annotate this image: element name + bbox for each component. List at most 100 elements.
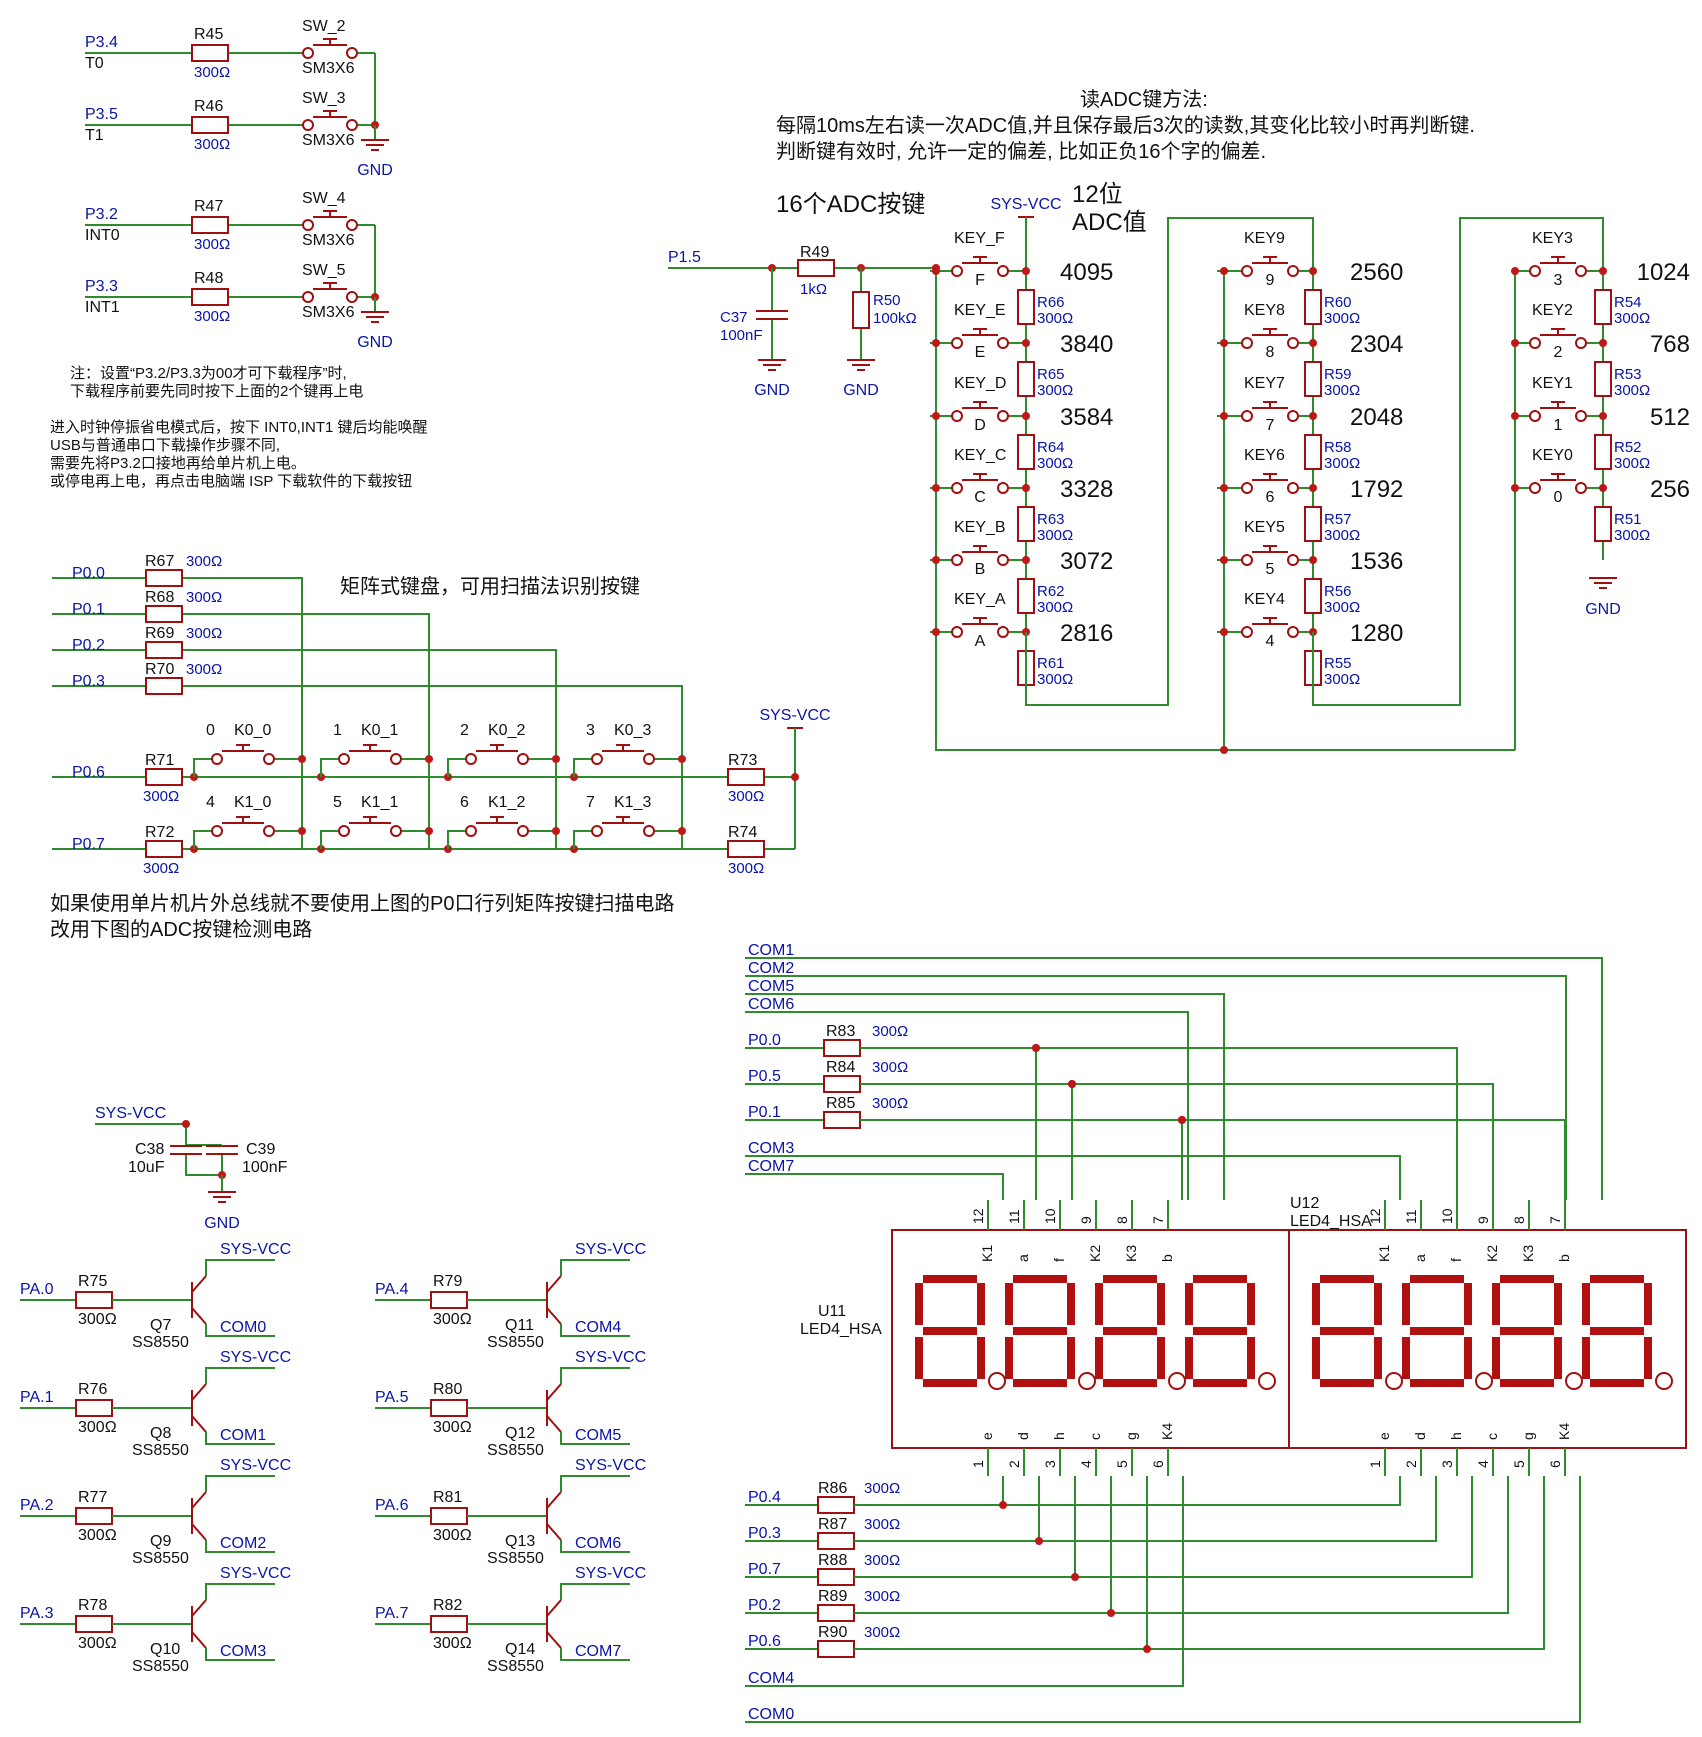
switch-package: SM3X6 bbox=[302, 132, 355, 149]
pullup-value: 300Ω bbox=[728, 788, 764, 805]
line-net-label: P0.7 bbox=[72, 836, 105, 853]
resistor-value: 300Ω bbox=[1324, 527, 1360, 544]
junction-dot bbox=[1511, 339, 1519, 347]
pullup-ref: R73 bbox=[728, 752, 757, 769]
transistor-emitter bbox=[546, 1491, 562, 1509]
resistor-ref: R76 bbox=[78, 1381, 107, 1398]
junction-dot bbox=[791, 773, 799, 781]
switch-package: SM3X6 bbox=[302, 60, 355, 77]
driver-net-label: PA.7 bbox=[375, 1605, 409, 1622]
driver-com-label: COM7 bbox=[575, 1643, 621, 1660]
segment-a bbox=[1193, 1275, 1247, 1283]
driver-com-label: COM3 bbox=[220, 1643, 266, 1660]
resistor bbox=[145, 768, 183, 786]
switch-contact bbox=[517, 753, 529, 765]
resistor bbox=[1594, 506, 1612, 542]
wire bbox=[182, 649, 557, 848]
resistor-value: 300Ω bbox=[1614, 527, 1650, 544]
matrix-key-ref: K1_1 bbox=[361, 794, 398, 811]
adc-value: 768 bbox=[1650, 331, 1690, 358]
switch-contact bbox=[951, 337, 963, 349]
row-net-label: P0.1 bbox=[72, 601, 105, 618]
u11-ref: U11 bbox=[818, 1303, 846, 1320]
switch-contact bbox=[390, 753, 402, 765]
com-label: COM0 bbox=[748, 1706, 794, 1723]
resistor-ref: R72 bbox=[145, 824, 174, 841]
driver-vcc-label: SYS-VCC bbox=[575, 1349, 646, 1366]
top-pin-number: 11 bbox=[1403, 1209, 1419, 1224]
resistor-value: 300Ω bbox=[194, 64, 230, 81]
download-note-line-1: 注：设置“P3.2/P3.3为00才可下载程序”时, bbox=[70, 365, 347, 382]
junction-dot bbox=[1022, 412, 1030, 420]
junction-dot bbox=[1022, 339, 1030, 347]
segment-a bbox=[1590, 1275, 1644, 1283]
transistor-ref: Q13 bbox=[505, 1533, 535, 1550]
junction-dot bbox=[1032, 1044, 1040, 1052]
matrix-keyboard-title: 矩阵式键盘，可用扫描法识别按键 bbox=[340, 575, 640, 598]
segment-f bbox=[1582, 1283, 1590, 1325]
segment-b bbox=[1644, 1283, 1652, 1325]
adc-key-symbol: 6 bbox=[1266, 489, 1275, 506]
switch-contact bbox=[997, 626, 1009, 638]
wire bbox=[560, 1540, 630, 1553]
resistor-value: 300Ω bbox=[1324, 599, 1360, 616]
segment-net-label: P0.1 bbox=[748, 1104, 781, 1121]
cap-value: 100nF bbox=[720, 327, 763, 344]
transistor-emitter bbox=[546, 1599, 562, 1617]
segment-e bbox=[1402, 1337, 1410, 1379]
row-net-label: P0.2 bbox=[72, 637, 105, 654]
switch-contact bbox=[346, 119, 358, 131]
transistor-type: SS8550 bbox=[487, 1442, 544, 1459]
transistor-ref: Q9 bbox=[150, 1533, 171, 1550]
resistor-ref: R71 bbox=[145, 752, 174, 769]
segment-net-label: P0.5 bbox=[748, 1068, 781, 1085]
resistor-value: 1kΩ bbox=[800, 281, 827, 298]
line-net-label: P0.6 bbox=[72, 764, 105, 781]
matrix-key-ref: K0_1 bbox=[361, 722, 398, 739]
adc-key-ref: KEY7 bbox=[1244, 375, 1285, 392]
wire bbox=[745, 957, 1603, 1200]
resistor bbox=[145, 569, 183, 587]
switch-contact bbox=[338, 753, 350, 765]
wire bbox=[860, 1119, 1566, 1200]
transistor-emitter bbox=[546, 1275, 562, 1293]
resistor-ref: R79 bbox=[433, 1273, 462, 1290]
switch-contact bbox=[390, 825, 402, 837]
driver-net-label: PA.6 bbox=[375, 1497, 409, 1514]
segment-d bbox=[923, 1379, 977, 1387]
bus-note-line-1: 如果使用单片机片外总线就不要使用上图的P0口行列矩阵按键扫描电路 bbox=[50, 892, 674, 915]
u12-type: LED4_HSA bbox=[1290, 1213, 1372, 1230]
switch-contact bbox=[263, 753, 275, 765]
junction-dot bbox=[1068, 1080, 1076, 1088]
transistor-collector bbox=[191, 1307, 207, 1325]
adc-key-ref: KEY3 bbox=[1532, 230, 1573, 247]
resistor-value: 300Ω bbox=[78, 1635, 117, 1652]
segment-dp bbox=[1385, 1372, 1403, 1390]
segment-b bbox=[1067, 1283, 1075, 1325]
junction-dot bbox=[552, 755, 560, 763]
wire bbox=[560, 1583, 630, 1600]
resistor-ref: R60 bbox=[1324, 294, 1352, 311]
bottom-pin-number: 2 bbox=[1403, 1460, 1419, 1468]
top-pin-name: f bbox=[1051, 1258, 1067, 1262]
resistor bbox=[1017, 578, 1035, 614]
adc-key-ref: KEY5 bbox=[1244, 519, 1285, 536]
driver-com-label: COM0 bbox=[220, 1319, 266, 1336]
segment-net-label: P0.3 bbox=[748, 1525, 781, 1542]
segment-net-label: P0.6 bbox=[748, 1633, 781, 1650]
adc-value: 1536 bbox=[1350, 548, 1403, 575]
top-pin-number: 9 bbox=[1078, 1216, 1094, 1224]
transistor-emitter bbox=[191, 1491, 207, 1509]
resistor-ref: R53 bbox=[1614, 366, 1642, 383]
resistor-ref: R66 bbox=[1037, 294, 1065, 311]
segment-e bbox=[1095, 1337, 1103, 1379]
wire bbox=[854, 1476, 1473, 1578]
resistor-value: 300Ω bbox=[143, 860, 179, 877]
adc-key-ref: KEY_C bbox=[954, 447, 1006, 464]
segment-dp bbox=[1475, 1372, 1493, 1390]
resistor bbox=[145, 840, 183, 858]
resistor-ref: R90 bbox=[818, 1624, 847, 1641]
switch-contact bbox=[591, 753, 603, 765]
driver-vcc-label: SYS-VCC bbox=[220, 1349, 291, 1366]
